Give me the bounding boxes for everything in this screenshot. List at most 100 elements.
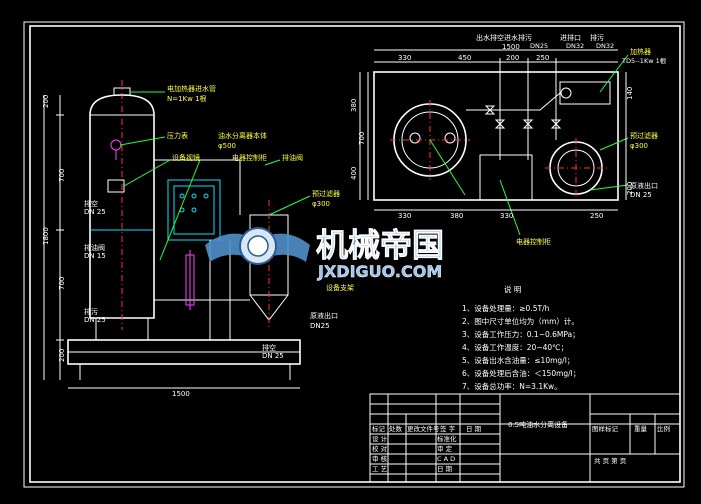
plan-dim-400-v: 400 [350,167,358,180]
plan-dim-250: 250 [536,54,549,62]
cabinet-indicator [203,193,209,199]
label-sewage-dn: DN 25 [84,316,106,324]
plan-label-filter-spec: φ300 [630,142,648,150]
plan-dim-330-c: 330 [500,212,513,220]
tb-label-scale: 比例 [657,424,670,433]
cabinet-indicator [191,207,197,213]
plan-dn32-b: DN32 [596,42,614,50]
tb-label-mark: 标记 [372,424,386,433]
note-item: 6、设备处理后含油：＜150mg/l； [462,368,580,378]
note-item: 4、设备工作温度：20~40℃； [462,342,568,352]
dim-200-b: 200 [58,349,66,362]
label-separator-spec: φ500 [218,142,236,150]
plan-label-heater-spec: TD5--1Kw 1根 [621,56,667,65]
label-support: 设备支架 [326,283,354,292]
plan-dim-450: 450 [458,54,471,62]
plan-dim-200-v: 200 [626,182,634,195]
plan-dim-380-v: 380 [350,99,358,112]
tb-label-process: 工 艺 [372,465,388,473]
plan-leader-cabinet [499,179,521,236]
label-vent-bottom: 排空 [262,343,276,352]
watermark-cn: 机械帝国 [316,226,444,264]
plan-label-filter: 预过滤器 [630,131,658,140]
plan-dn32: DN32 [566,42,584,50]
outer-frame [23,21,685,488]
tb-label-approve: 审 定 [437,444,453,453]
plan-label-outlet: 原液出口 [630,181,658,190]
plan-dim-1500: 1500 [502,43,520,51]
dim-700: 700 [58,169,66,182]
title-block: 标记 处数 更改文件号 签 字 日 期 设 计 标准化 校 对 审 定 审 核 … [369,393,681,483]
plan-label-cabinet: 电器控制柜 [516,237,551,246]
plan-valve-icon [550,119,562,129]
dim-700-b: 700 [58,277,66,290]
plan-dn25: DN25 [530,42,548,50]
label-outlet-dn: DN25 [310,322,330,330]
tb-label-cad: C A D [437,455,455,463]
label-oil-out-dn: DN 15 [84,252,106,260]
pipe-main [154,159,241,215]
plan-dim-330: 330 [398,54,411,62]
note-item: 2、图中尺寸单位均为（mm）计。 [462,316,579,326]
plan-col-sewage: 排污 [518,33,532,42]
label-vent-top-dn: DN 25 [84,208,106,216]
dim-1800: 1800 [42,227,50,245]
control-cabinet [167,179,221,241]
tb-label-check: 校 对 [372,444,388,453]
level-gauge-tube [185,254,195,306]
plan-col-port: 进排口 [560,33,581,42]
tb-label-change: 更改文件号 [407,424,440,433]
note-item: 7、设备总功率：N=3.1Kw。 [462,381,562,391]
top-view: 出水 排空 进水 排污 进排口 排污 DN25 DN32 DN32 1500 3… [350,33,667,246]
leader-gauge [119,136,166,146]
label-oil-out: 排油阀 [84,243,105,252]
plan-heater-end [560,87,572,99]
note-item: 3、设备工作压力：0.1~0.6MPa； [462,329,580,339]
tb-drawing-name: 0.5吨油水分离设备 [508,420,568,429]
plan-leader [429,139,466,196]
plan-dim-700-v: 700 [358,132,366,145]
label-cabinet: 电器控制柜 [232,153,267,162]
plan-col-vent: 排空 [490,33,504,42]
notes-heading: 说 明 [504,284,521,294]
watermark-logo: 机械帝国 JXDIGUO.COM [205,226,444,281]
label-heater: 电加热器进水管 [167,84,216,93]
plan-cabinet [479,154,533,201]
label-vent-bottom-dn: DN 25 [262,352,284,360]
cabinet-door [173,185,215,235]
plan-dim-330-b: 330 [398,212,411,220]
plan-valve-icon [494,119,506,129]
label-prefilter: 预过滤器 [312,189,340,198]
tb-label-date2: 日 期 [437,465,453,473]
tb-label-date: 日 期 [466,425,482,433]
front-view: 200 700 1800 700 200 1500 电加热器进水管 N=1Kw … [42,80,354,398]
tb-label-sheets: 共 页 第 页 [594,456,627,465]
title-block-frame [369,393,681,483]
plan-col-drain: 排污 [590,33,604,42]
cabinet-indicator [191,193,197,199]
plan-pipe-top [466,92,561,111]
inner-frame [29,25,681,483]
note-item: 1、设备处理量：≥0.5T/h [462,303,550,313]
cabinet-indicator [179,193,185,199]
plan-leader-heater [599,54,629,93]
tb-label-review: 审 核 [372,454,388,463]
plan-label-outlet-dn: DN 25 [630,191,652,199]
label-oil-valve: 排油阀 [282,153,303,162]
label-sight-glass: 设备视镜 [172,153,200,162]
pressure-gauge-icon [110,139,122,151]
plan-col-inlet: 进水 [504,33,518,42]
watermark-en: JXDIGUO.COM [317,262,442,281]
notes-block: 说 明 1、设备处理量：≥0.5T/h 2、图中尺寸单位均为（mm）计。 3、设… [462,284,580,391]
tb-label-drawing-mark: 图样标记 [592,424,619,433]
label-separator: 油水分离器本体 [218,131,267,140]
leader-prefilter [268,195,311,216]
label-outlet: 原液出口 [310,311,338,320]
label-vent-top: 排空 [84,199,98,208]
plan-dim-200: 200 [506,54,519,62]
tb-label-sign: 签 字 [440,424,456,433]
plan-label-heater: 加热器 [630,47,651,56]
note-item: 5、设备出水含油量：≤10mg/l； [462,355,574,365]
